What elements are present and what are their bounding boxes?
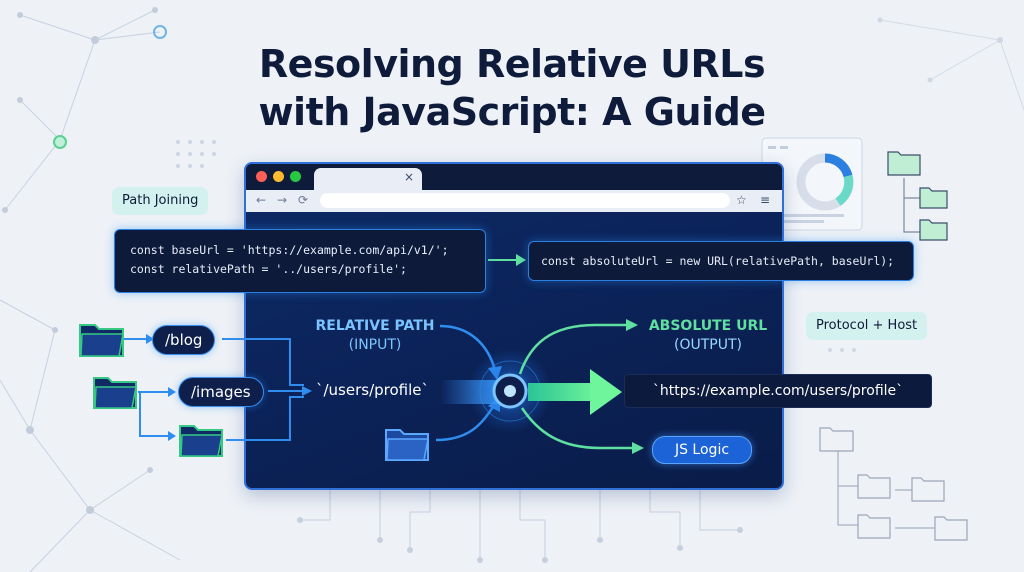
js-logic-badge: JS Logic bbox=[652, 436, 752, 464]
minimize-window-dot[interactable] bbox=[273, 171, 284, 182]
relative-path-label: RELATIVE PATH (INPUT) bbox=[305, 317, 445, 355]
browser-menu-icon[interactable]: ≡ bbox=[760, 193, 771, 207]
absolute-url-value: `https://example.com/users/profile` bbox=[624, 374, 932, 408]
folder-tree-green bbox=[887, 151, 948, 241]
browser-titlebar: × bbox=[246, 164, 782, 190]
back-arrow-icon[interactable]: ← bbox=[256, 193, 267, 207]
absolute-url-heading: ABSOLUTE URL bbox=[648, 318, 768, 334]
relative-path-heading: RELATIVE PATH bbox=[315, 318, 435, 334]
maximize-window-dot[interactable] bbox=[290, 171, 301, 182]
path-pill-images: /images bbox=[178, 377, 264, 407]
code-line-1-string: 'https://example.com/api/v1/'; bbox=[240, 243, 449, 257]
tab-close-icon[interactable]: × bbox=[403, 170, 414, 184]
code-snippet-input: const baseUrl = 'https://example.com/api… bbox=[114, 229, 486, 293]
url-input[interactable] bbox=[320, 193, 730, 208]
browser-tab[interactable]: × bbox=[314, 168, 422, 190]
relative-path-value: `/users/profile` bbox=[316, 381, 430, 399]
address-bar: ← → ⟳ ☆ ≡ bbox=[246, 190, 782, 212]
title-line-1: Resolving Relative URLs bbox=[258, 42, 766, 86]
reload-icon[interactable]: ⟳ bbox=[298, 193, 309, 207]
dashboard-card bbox=[761, 137, 863, 231]
close-window-dot[interactable] bbox=[256, 171, 267, 182]
bookmark-star-icon[interactable]: ☆ bbox=[736, 193, 747, 207]
code-snippet-result: const absoluteUrl = new URL(relativePath… bbox=[528, 241, 914, 281]
path-joining-tag: Path Joining bbox=[112, 187, 209, 215]
browser-window: × ← → ⟳ ☆ ≡ bbox=[244, 162, 784, 490]
page-title: Resolving Relative URLs with JavaScript:… bbox=[0, 40, 1024, 136]
code-line-2-declaration: const relativePath = bbox=[130, 262, 276, 276]
code-line-1-declaration: const baseUrl = bbox=[130, 243, 241, 257]
absolute-url-subheading: (OUTPUT) bbox=[674, 337, 742, 353]
protocol-host-tag: Protocol + Host bbox=[806, 312, 928, 340]
code-result-line: const absoluteUrl = new URL(relativePath… bbox=[541, 254, 895, 268]
title-line-2: with JavaScript: A Guide bbox=[258, 90, 766, 134]
relative-path-subheading: (INPUT) bbox=[348, 337, 402, 353]
code-line-2-string: '../users/profile'; bbox=[275, 262, 407, 276]
forward-arrow-icon[interactable]: → bbox=[277, 193, 288, 207]
folder-tree-grey bbox=[819, 427, 968, 541]
absolute-url-label: ABSOLUTE URL (OUTPUT) bbox=[638, 317, 778, 355]
path-pill-blog: /blog bbox=[152, 325, 216, 355]
